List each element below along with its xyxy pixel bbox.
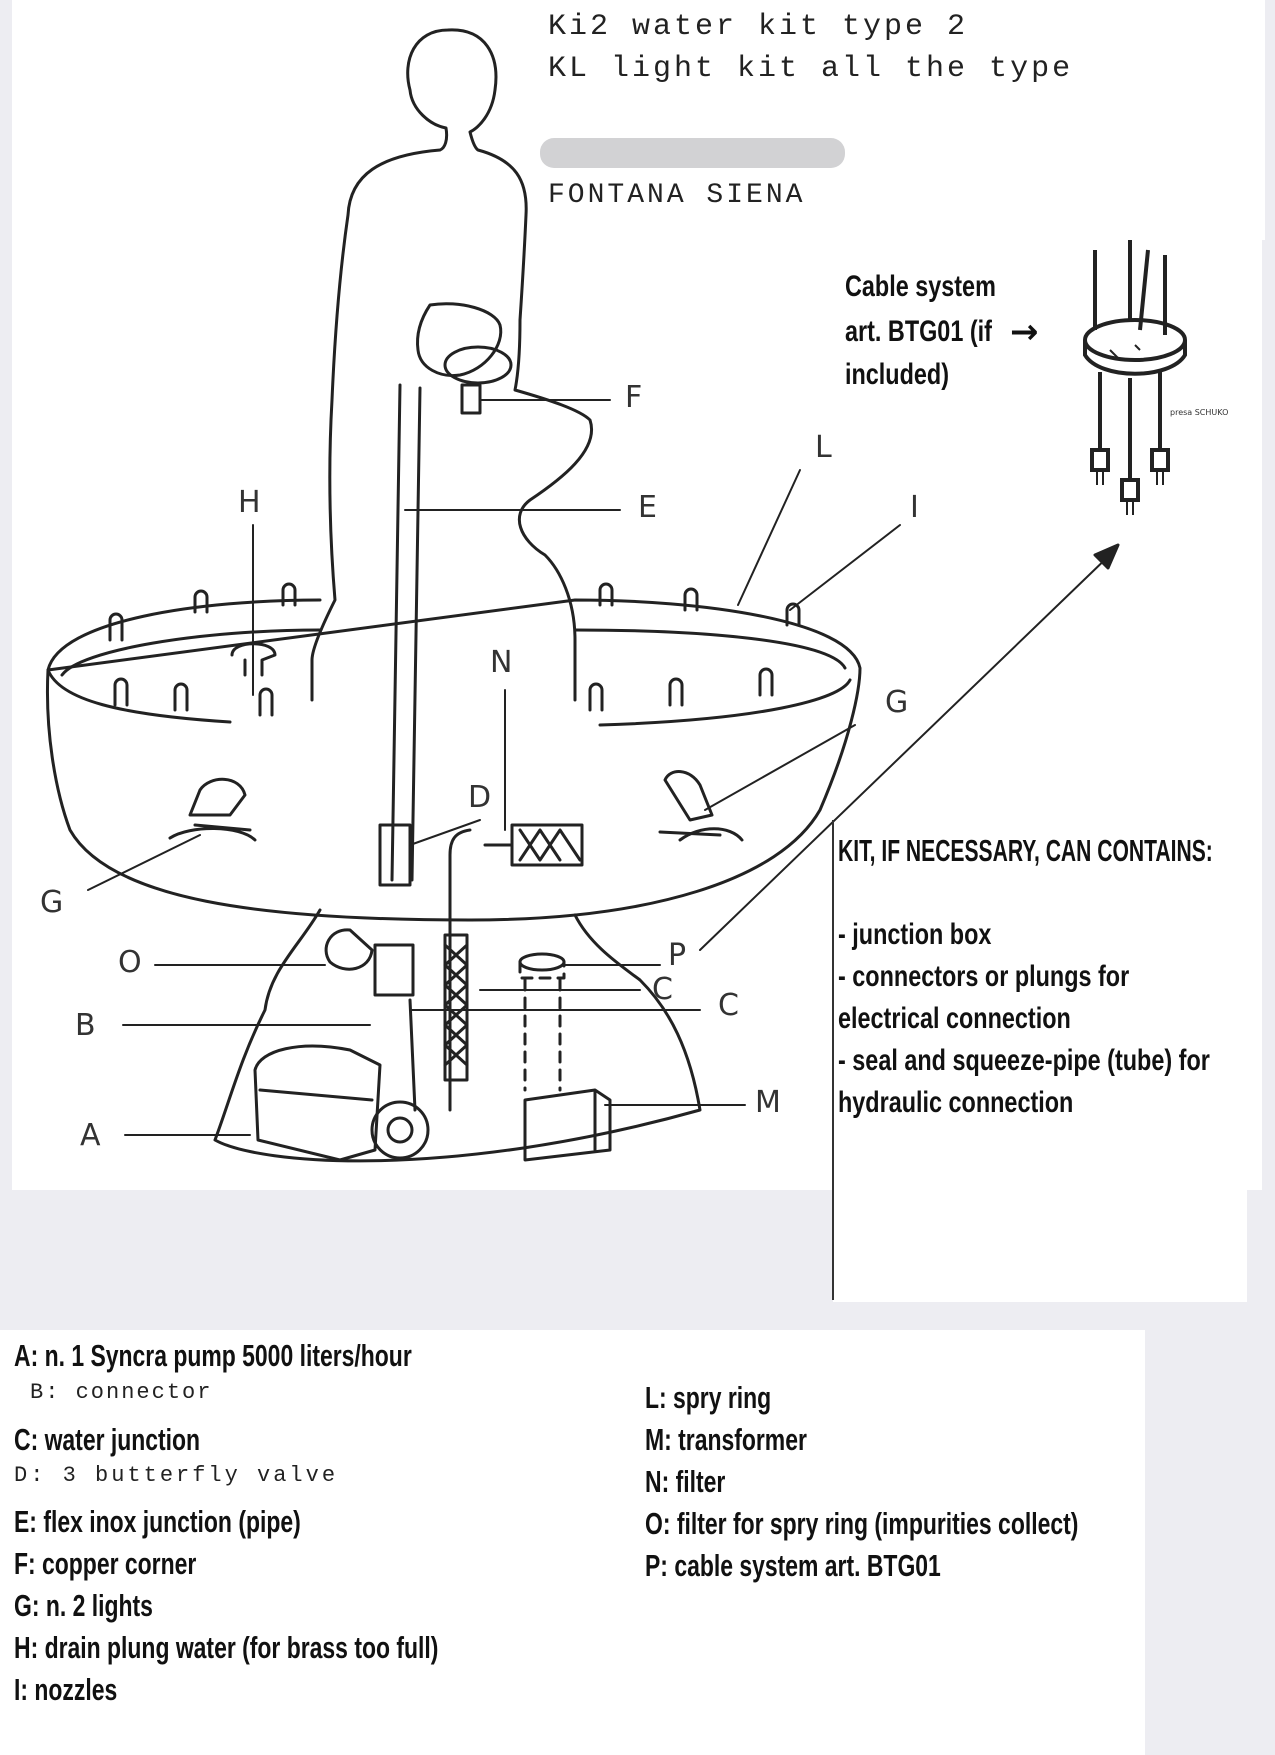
kit-item-4: - seal and squeeze-pipe (tube) for: [838, 1044, 1210, 1077]
kit-item-3: electrical connection: [838, 1002, 1071, 1035]
legend-n: N: filter: [645, 1464, 726, 1499]
inox-pipe: [390, 383, 422, 882]
label-l: L: [815, 430, 832, 465]
statue-figure: [310, 28, 594, 702]
legend-g: G: n. 2 lights: [14, 1588, 153, 1623]
label-g-right: G: [885, 685, 909, 720]
kit-title: KIT, IF NECESSARY, CAN CONTAINS:: [838, 833, 1213, 868]
legend-p: P: cable system art. BTG01: [645, 1548, 941, 1583]
kit-item-5: hydraulic connection: [838, 1086, 1074, 1119]
legend-panel: [0, 1330, 1145, 1755]
basin-bowl: [46, 598, 862, 922]
label-h: H: [238, 485, 261, 520]
cable-system-line-2: art. BTG01 (if: [845, 315, 992, 348]
cable-system-box: [843, 265, 1055, 395]
legend-m: M: transformer: [645, 1422, 807, 1457]
legend-b: B: connector: [30, 1380, 213, 1405]
label-e: E: [638, 490, 657, 525]
legend-d: D: 3 butterfly valve: [14, 1463, 339, 1488]
header-panel: [545, 0, 1265, 240]
kit-divider: [832, 820, 834, 1300]
legend-f: F: copper corner: [14, 1546, 197, 1581]
label-g-left: G: [40, 885, 64, 920]
water-urn: [416, 302, 503, 378]
label-b: B: [75, 1008, 96, 1043]
label-a: A: [80, 1118, 101, 1153]
label-m: M: [755, 1085, 781, 1120]
header-line-1: Ki2 water kit type 2: [548, 10, 969, 44]
plug-label: presa SCHUKO: [1170, 408, 1229, 417]
light-left: [168, 777, 257, 842]
label-f: F: [625, 380, 643, 415]
cable-system-line-1: Cable system: [845, 270, 996, 303]
label-c-1: C: [652, 972, 673, 1007]
transformer: [523, 1088, 612, 1162]
light-right: [658, 770, 744, 842]
label-n: N: [490, 645, 513, 680]
drain-plug: [230, 642, 277, 677]
label-p: P: [668, 938, 687, 973]
cable-system-arrow: →: [1010, 312, 1039, 352]
kit-item-2: - connectors or plungs for: [838, 960, 1130, 993]
nozzle-row: [108, 582, 801, 717]
legend-e: E: flex inox junction (pipe): [14, 1504, 301, 1539]
label-c-2: C: [718, 988, 739, 1023]
legend-a: A: n. 1 Syncra pump 5000 liters/hour: [14, 1338, 412, 1373]
label-o: O: [118, 945, 142, 980]
header-line-3: FONTANA SIENA: [548, 180, 806, 211]
legend-o: O: filter for spry ring (impurities coll…: [645, 1506, 1079, 1541]
pedestal: [213, 908, 702, 1163]
kit-item-1: - junction box: [838, 918, 992, 951]
redacted-bar: [540, 138, 845, 168]
cable-system-illustration: [1083, 240, 1187, 515]
legend-h: H: drain plung water (for brass too full…: [14, 1630, 439, 1665]
header-line-2: KL light kit all the type: [548, 52, 1074, 86]
valve: [378, 823, 412, 887]
legend-i: I: nozzles: [14, 1672, 118, 1707]
cable-system-line-3: included): [845, 358, 950, 391]
kit-panel: [833, 820, 1247, 1302]
legend-l: L: spry ring: [645, 1380, 772, 1415]
label-d: D: [468, 780, 492, 815]
legend-c: C: water junction: [14, 1422, 201, 1457]
pump-body: [253, 1044, 382, 1162]
label-i: I: [910, 490, 919, 525]
